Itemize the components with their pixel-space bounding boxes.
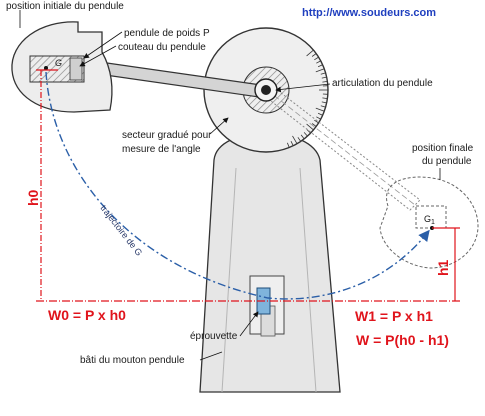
pivot-inner: [261, 85, 271, 95]
graduation-tick: [292, 135, 298, 144]
graduation-tick: [297, 137, 302, 142]
graduation-tick: [321, 76, 327, 79]
label-secteur-line1: secteur gradué pour: [122, 130, 212, 141]
label-h1: h1: [435, 259, 451, 276]
graduation-tick: [316, 116, 321, 120]
graduation-tick: [306, 49, 314, 57]
label-position-finale-line1: position finale: [412, 143, 474, 154]
graduation-tick: [306, 129, 311, 134]
label-secteur-line2: mesure de l'angle: [122, 144, 201, 155]
graduation-tick: [300, 134, 305, 140]
label-h0: h0: [25, 189, 41, 206]
graduation-tick: [317, 64, 323, 68]
graduation-tick: [311, 123, 317, 127]
label-w0: W0 = P x h0: [48, 307, 126, 323]
graduation-tick: [317, 112, 323, 116]
graduation-tick: [314, 119, 319, 124]
pendulum-knife-initial: [69, 57, 83, 81]
g-final-subscript: 1: [431, 219, 435, 226]
leader-bati: [199, 351, 223, 361]
pendulum-arm-final-axis: [266, 89, 416, 206]
g-final-letter: G: [424, 214, 431, 224]
leader-secteur: [209, 117, 229, 135]
frame-shading-line: [221, 167, 237, 393]
g-initial-dot: [44, 66, 48, 70]
leader-couteau: [79, 45, 117, 67]
label-couteau: couteau du pendule: [118, 42, 206, 53]
label-position-initiale: position initiale du pendule: [6, 1, 124, 12]
header-url[interactable]: http://www.soudeurs.com: [302, 7, 436, 19]
graduation-tick: [290, 141, 294, 146]
leader-pendule-poids: [83, 31, 123, 59]
graduation-ticks: [287, 49, 328, 148]
trajectory-of-g: [45, 71, 430, 300]
graduation-tick: [321, 101, 327, 104]
leader-articulation: [275, 83, 331, 93]
graduation-tick: [303, 132, 308, 137]
label-position-finale-line2: du pendule: [422, 156, 472, 167]
g-final-label: G1: [424, 214, 435, 226]
graduation-tick: [320, 105, 326, 108]
label-w1: W1 = P x h1: [355, 308, 433, 324]
label-articulation: articulation du pendule: [332, 78, 433, 89]
graduation-tick: [315, 107, 325, 112]
g-initial-label: G: [55, 58, 62, 68]
graduation-tick: [322, 81, 328, 83]
label-pendule-poids: pendule de poids P: [124, 28, 210, 39]
graduation-tick: [320, 72, 326, 75]
graduation-tick: [287, 142, 290, 148]
label-eprouvette: éprouvette: [190, 331, 238, 342]
frame-base: [199, 132, 341, 393]
graduation-tick: [315, 68, 325, 73]
graduation-tick: [322, 97, 328, 99]
frame-shading-line: [299, 167, 317, 393]
label-trajectoire: trajectoire de G: [98, 203, 144, 258]
label-bati: bâti du mouton pendule: [80, 355, 185, 366]
graduation-tick: [314, 56, 319, 61]
graduation-tick: [306, 123, 314, 131]
label-w: W = P(h0 - h1): [356, 332, 449, 348]
graduation-tick: [311, 53, 317, 57]
leader-eprouvette: [239, 311, 259, 337]
graduation-tick: [316, 60, 321, 64]
pendulum-head-final: [379, 176, 479, 269]
